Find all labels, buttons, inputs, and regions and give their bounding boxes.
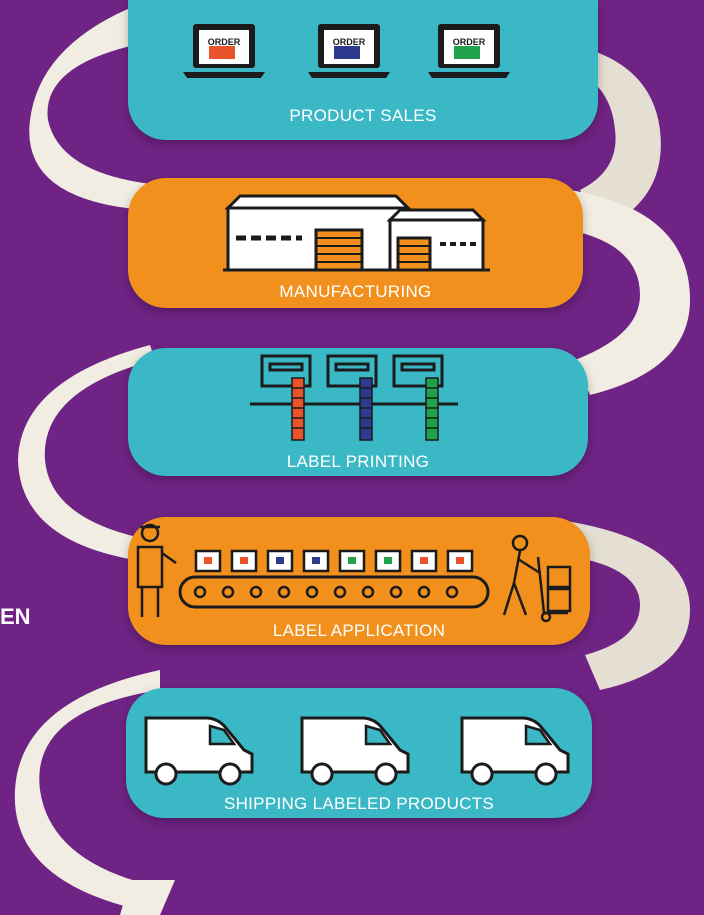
stage-label: SHIPPING LABELED PRODUCTS <box>223 794 495 813</box>
factory-icon <box>223 194 490 272</box>
label-printer-icon <box>250 354 458 441</box>
stage-manufacturing: MANUFACTURING <box>128 178 583 308</box>
hand-truck-worker-icon <box>502 534 572 623</box>
worker-icon <box>136 523 177 617</box>
stage-label-application: LABEL APPLICATION <box>128 517 590 645</box>
stage-product-sales: ORDER ORDER ORDER PRODUCT SALES <box>128 0 598 140</box>
stage-shipping: SHIPPING LABELED PRODUCTS <box>126 688 592 818</box>
conveyor-belt-icon <box>136 523 572 623</box>
stage-label: MANUFACTURING <box>279 282 432 301</box>
laptop-order-icon: ORDER ORDER ORDER <box>183 24 510 78</box>
side-text-fragment: EN <box>0 604 31 629</box>
stage-label: LABEL PRINTING <box>286 452 430 471</box>
delivery-van-icon <box>144 716 570 786</box>
order-text: ORDER <box>333 37 366 47</box>
stage-label: LABEL APPLICATION <box>272 621 446 640</box>
order-text: ORDER <box>208 37 241 47</box>
stage-label-printing: LABEL PRINTING <box>128 348 588 476</box>
stage-label: PRODUCT SALES <box>289 106 437 125</box>
order-text: ORDER <box>453 37 486 47</box>
